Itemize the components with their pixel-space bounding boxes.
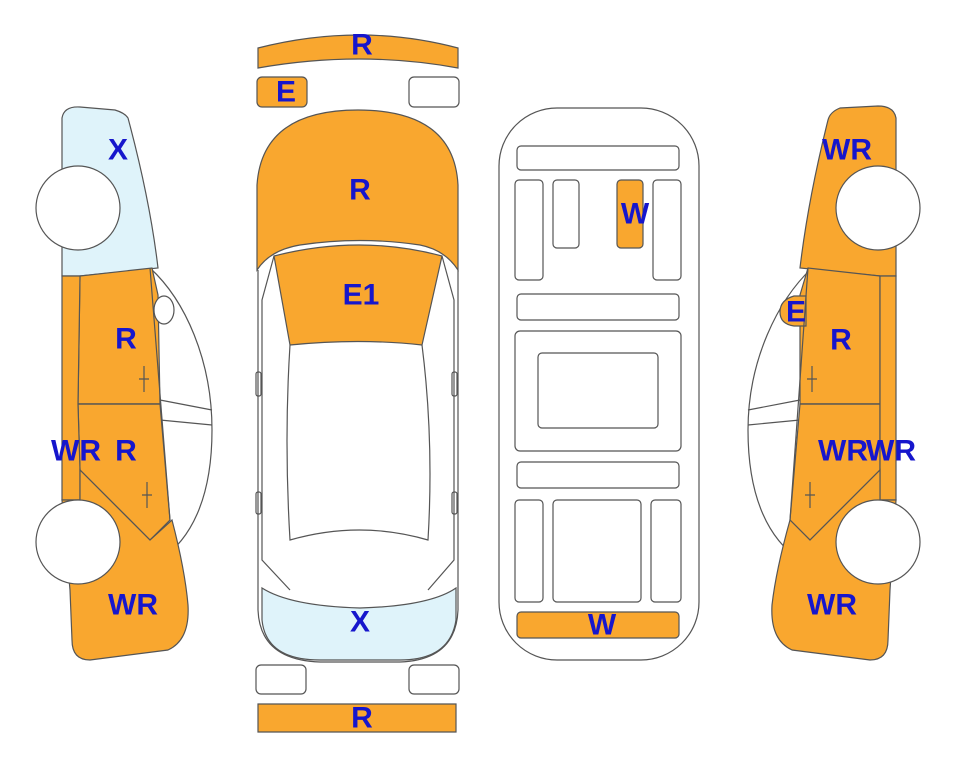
label-right-front-door: R bbox=[830, 324, 852, 357]
right-door-divider bbox=[789, 267, 880, 521]
label-right-rear-quarter: WR bbox=[807, 589, 857, 622]
left-rear-wheel-icon bbox=[35, 499, 121, 585]
damage-labels: R E R E1 X R W W X R WR R WR WR E R WR W… bbox=[51, 29, 916, 735]
rear-shelf-icon bbox=[516, 461, 680, 489]
right-handle-top-icon bbox=[451, 491, 458, 515]
label-right-rear-door: WR bbox=[818, 435, 868, 468]
left-side-window-line bbox=[159, 399, 213, 426]
rear-left-corner-icon bbox=[255, 664, 307, 695]
hood-panel[interactable] bbox=[256, 109, 459, 273]
right-mirror-top-icon bbox=[451, 371, 458, 397]
label-right-sill: WR bbox=[866, 435, 916, 468]
left-side-glass-outline bbox=[149, 267, 213, 561]
trunk-left-icon bbox=[514, 499, 544, 603]
label-right-front-fender: WR bbox=[822, 134, 872, 167]
label-interior-seat: W bbox=[621, 198, 650, 231]
trunk-floor-panel[interactable] bbox=[516, 611, 680, 639]
rear-right-corner-icon bbox=[408, 664, 460, 695]
label-rear-window: X bbox=[350, 606, 370, 639]
left-handle-top-icon bbox=[255, 491, 262, 515]
label-left-sill: WR bbox=[51, 435, 101, 468]
label-right-mirror: E bbox=[786, 296, 806, 329]
right-front-wheel-icon bbox=[835, 165, 921, 251]
trunk-right-icon bbox=[650, 499, 682, 603]
front-bumper-panel[interactable] bbox=[257, 34, 459, 69]
left-rear-handle-icon bbox=[142, 482, 152, 508]
right-pillar-line bbox=[427, 255, 455, 591]
dashboard-icon bbox=[516, 145, 680, 171]
rear-bumper-panel[interactable] bbox=[257, 703, 457, 733]
left-side-view bbox=[35, 106, 213, 661]
front-right-seat-icon bbox=[652, 179, 682, 281]
label-left-front-fender: X bbox=[108, 134, 128, 167]
rear-seat-outer-icon bbox=[514, 330, 682, 452]
right-rear-handle-icon bbox=[805, 482, 815, 508]
left-mirror-icon bbox=[153, 295, 175, 325]
right-front-handle-icon bbox=[807, 366, 817, 392]
roof-outline bbox=[286, 344, 431, 541]
right-side-view bbox=[747, 105, 921, 661]
trunk-center-icon bbox=[552, 499, 642, 603]
interior-view bbox=[498, 107, 700, 661]
left-front-handle-icon bbox=[139, 366, 149, 392]
interior-outline bbox=[498, 107, 700, 661]
front-right-corner-panel[interactable] bbox=[408, 76, 460, 108]
rear-seat-inner-icon bbox=[537, 352, 659, 429]
label-interior-floor: W bbox=[588, 609, 617, 642]
left-door-divider bbox=[78, 267, 171, 521]
front-left-corner-panel[interactable] bbox=[256, 76, 308, 108]
label-windshield: E1 bbox=[343, 279, 380, 312]
left-pillar-line bbox=[261, 255, 291, 591]
right-mirror-panel[interactable] bbox=[779, 295, 807, 327]
front-left-seat-back-icon bbox=[552, 179, 580, 249]
label-rear-bumper: R bbox=[351, 702, 373, 735]
label-front-bumper: R bbox=[351, 29, 373, 62]
front-left-seat-icon bbox=[514, 179, 544, 281]
right-side-window-line bbox=[747, 399, 801, 426]
console-icon bbox=[516, 293, 680, 321]
rear-window-panel[interactable] bbox=[261, 586, 457, 661]
front-right-seat-panel[interactable] bbox=[616, 179, 644, 249]
left-mirror-top-icon bbox=[255, 371, 262, 397]
label-front-left-corner: E bbox=[276, 76, 296, 109]
top-view bbox=[255, 34, 460, 733]
label-left-rear-door: R bbox=[115, 435, 137, 468]
label-left-rear-quarter: WR bbox=[108, 589, 158, 622]
right-rear-wheel-icon bbox=[835, 499, 921, 585]
label-left-front-door: R bbox=[115, 323, 137, 356]
label-hood: R bbox=[349, 174, 371, 207]
left-front-wheel-icon bbox=[35, 165, 121, 251]
